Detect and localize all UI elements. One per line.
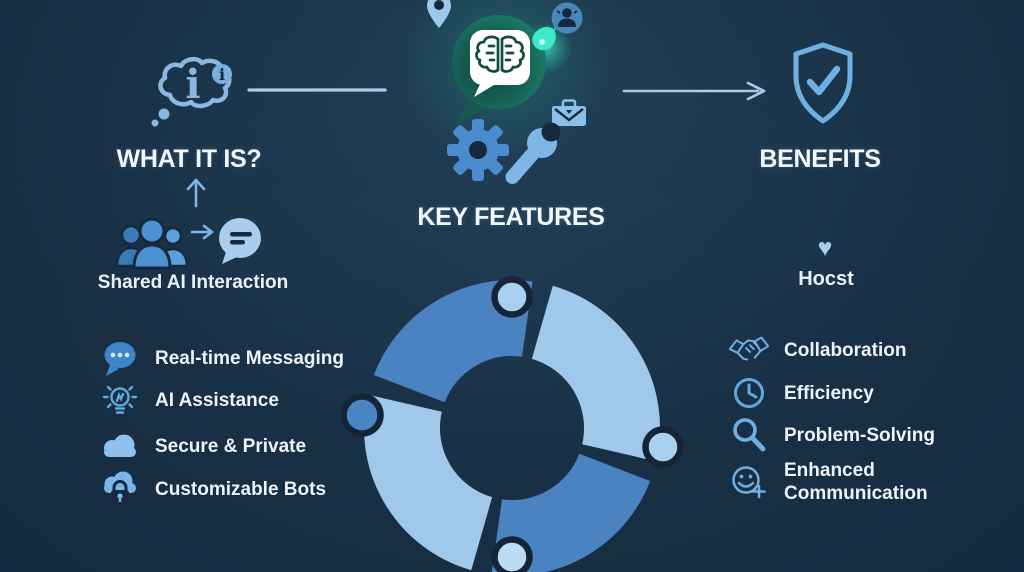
cycle-node-top (491, 276, 533, 318)
brain-icon (475, 35, 525, 73)
feature-row-secure-private: Secure & Private (98, 427, 306, 465)
feature-label: AI Assistance (155, 389, 279, 411)
benefits-heading: BENEFITS (759, 145, 881, 173)
clock-icon (727, 373, 771, 413)
feature-label: Customizable Bots (155, 478, 327, 500)
smiley-plus-icon (727, 462, 771, 502)
thought-dot-large (158, 108, 170, 120)
cycle-node-bottom (491, 536, 533, 572)
shield-check-icon (793, 42, 853, 124)
arrow-up-icon (186, 178, 206, 208)
cloud-lock-icon (98, 469, 142, 509)
heart-icon: ♥ (817, 234, 833, 262)
feature-row-realtime-messaging: Real-time Messaging (98, 339, 344, 377)
hocst-label: Hocst (798, 268, 854, 290)
thought-dot-small (151, 119, 159, 127)
benefit-row-collaboration: Collaboration (727, 331, 906, 369)
magnifier-icon (727, 415, 771, 455)
info-badge-letter: i (219, 65, 225, 84)
cycle-node-right (642, 426, 684, 468)
feature-row-customizable-bots: Customizable Bots (98, 470, 326, 508)
chat-bubble-icon (219, 218, 261, 264)
cycle-segment-bottom-right (491, 452, 651, 572)
wrench-icon (505, 122, 561, 184)
cycle-segment-top-left (373, 280, 533, 404)
benefit-label: Enhanced Communication (784, 460, 928, 504)
what-it-is-heading: WHAT IT IS? (116, 145, 262, 173)
right-connector-arrow (622, 81, 766, 101)
benefit-label: Collaboration (784, 339, 907, 361)
people-group-icon (115, 218, 189, 270)
cycle-segment-top-right (530, 285, 660, 462)
info-letter: i (185, 61, 200, 108)
benefit-row-problem-solving: Problem-Solving (727, 416, 935, 454)
location-pin-icon (427, 0, 451, 28)
cloud-icon (98, 426, 142, 466)
lightbulb-icon (98, 380, 142, 420)
chat-dots-icon (98, 338, 142, 378)
key-features-heading: KEY FEATURES (417, 203, 605, 231)
feature-label: Real-time Messaging (155, 347, 344, 369)
info-badge-circle (212, 64, 232, 84)
cycle-segment-bottom-left (364, 394, 494, 571)
benefit-label: Problem-Solving (784, 424, 935, 446)
benefit-row-efficiency: Efficiency (727, 374, 874, 412)
handshake-icon (727, 330, 771, 370)
briefcase-icon (552, 99, 586, 126)
user-edit-icon (551, 2, 583, 34)
feature-label: Secure & Private (155, 435, 307, 457)
shared-ai-interaction-label: Shared AI Interaction (97, 272, 289, 293)
benefit-label: Efficiency (784, 382, 874, 404)
benefit-row-enhanced-communication: Enhanced Communication (727, 458, 956, 506)
gear-icon (447, 119, 509, 181)
collaboration-cycle-diagram (340, 276, 684, 572)
cycle-node-left (340, 393, 384, 437)
thought-info-icon: i i (151, 56, 232, 127)
arrow-right-small-icon (190, 224, 214, 240)
feature-row-ai-assistance: AI Assistance (98, 381, 279, 419)
brain-chat-logo (452, 15, 546, 125)
